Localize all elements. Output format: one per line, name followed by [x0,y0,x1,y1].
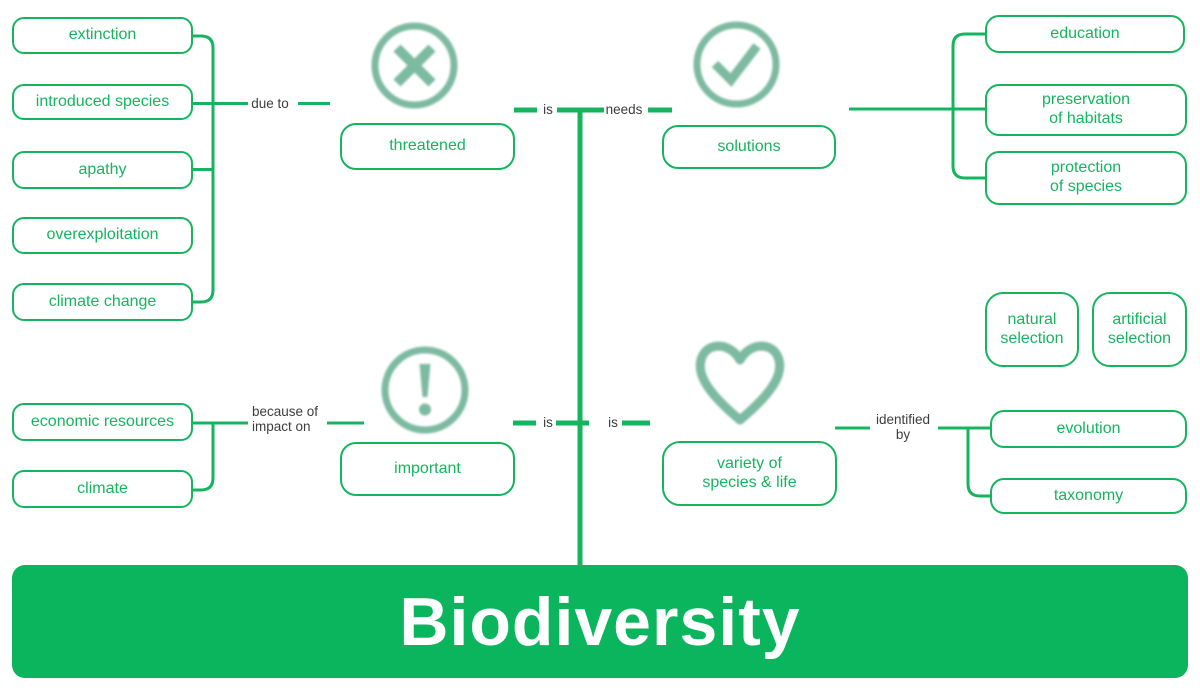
node-artificial-selection-line2: selection [1107,329,1172,347]
node-introduced-species[interactable]: introduced species [12,84,193,120]
node-preservation-of-habitats[interactable]: preservation of habitats [985,84,1187,136]
node-solutions[interactable]: solutions [662,125,836,169]
node-economic-resources[interactable]: economic resources [12,403,193,441]
node-artificial-selection[interactable]: artificial selection [1092,292,1187,367]
node-education[interactable]: education [985,15,1185,53]
check-circle-icon[interactable] [690,18,783,111]
node-introduced-species-label: introduced species [35,92,170,110]
node-overexploitation[interactable]: overexploitation [12,217,193,254]
root-node-biodiversity[interactable]: Biodiversity [12,565,1188,678]
node-extinction-label: extinction [68,26,137,44]
node-overexploitation-label: overexploitation [46,226,159,244]
node-variety-line2: species & life [702,473,797,491]
node-important[interactable]: important [340,442,515,496]
node-taxonomy[interactable]: taxonomy [990,478,1187,514]
node-climate-change-label: climate change [48,292,157,310]
connector-label-needs: needs [605,102,643,117]
node-preservation-label-line2: of habitats [1049,110,1123,127]
node-evolution[interactable]: evolution [990,410,1187,448]
node-natural-selection-line1: natural [1007,310,1057,328]
connector-label-because-of-impact-on: because of impact on [252,404,319,434]
node-climate-label: climate [77,479,128,497]
heart-icon[interactable] [687,332,793,428]
node-variety-of-species-and-life[interactable]: variety of species & life [662,441,837,506]
node-apathy[interactable]: apathy [12,151,193,189]
node-threatened[interactable]: threatened [340,123,515,170]
page-title: Biodiversity [399,583,801,660]
node-threatened-label: threatened [389,137,466,155]
node-solutions-label: solutions [717,137,781,155]
node-protection-of-species[interactable]: protection of species [985,151,1187,205]
node-variety-line1: variety of [717,454,782,472]
node-extinction[interactable]: extinction [12,17,193,54]
node-artificial-selection-line1: artificial [1112,310,1167,328]
node-preservation-label-line1: preservation [1041,91,1131,109]
node-important-label: important [394,459,461,477]
node-economic-resources-label: economic resources [30,412,175,430]
connector-label-is-threatened: is [543,102,553,117]
node-climate[interactable]: climate [12,470,193,508]
node-taxonomy-label: taxonomy [1053,486,1124,504]
node-apathy-label: apathy [78,160,127,178]
node-protection-label-line1: protection [1050,159,1122,177]
connector-label-due-to: due to [251,96,289,111]
connector-label-is-variety: is [608,415,618,430]
cross-circle-icon[interactable] [368,19,461,112]
node-protection-label-line2: of species [1049,178,1123,195]
node-evolution-label: evolution [1056,419,1121,437]
node-climate-change[interactable]: climate change [12,283,193,321]
exclamation-circle-icon[interactable] [378,343,472,437]
node-natural-selection[interactable]: natural selection [985,292,1079,367]
node-education-label: education [1050,24,1120,42]
connector-label-identified-by: identified by [875,412,931,442]
node-natural-selection-line2: selection [1000,329,1064,347]
connector-label-is-important: is [543,415,553,430]
